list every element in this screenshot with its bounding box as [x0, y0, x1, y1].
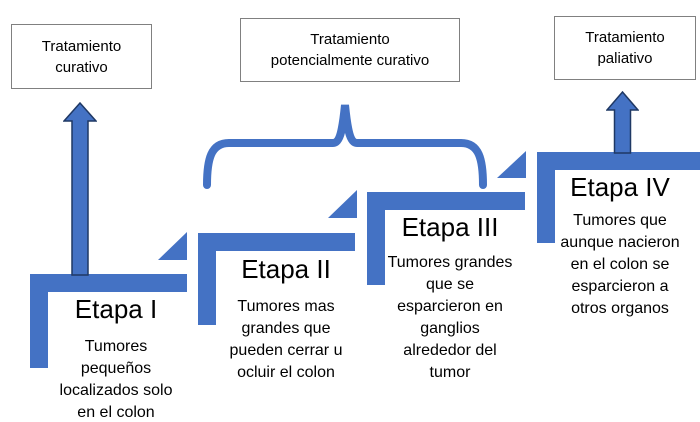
treatment-box-paliativo: Tratamiento paliativo [554, 16, 696, 80]
stage1-description: Tumores pequeños localizados solo en el … [59, 338, 173, 421]
curly-brace-icon [203, 104, 487, 189]
treatment-box-curativo-line2: curativo [55, 58, 108, 76]
stage4-step-bar [537, 152, 700, 170]
treatment-box-potencialmente-curativo-line2: potencialmente curativo [270, 52, 430, 69]
stage2-step-leg [198, 233, 216, 325]
stage4-description: Tumores que aunque nacieron en el colon … [560, 212, 680, 317]
stage3-step-bar [367, 192, 525, 210]
treatment-box-potencialmente-curativo-line1: Tratamiento [310, 31, 390, 48]
up-arrow-icon [606, 91, 639, 154]
stage4-title: Etapa IV [570, 172, 670, 202]
treatment-box-paliativo-line1: Tratamiento [585, 29, 665, 46]
stage4-step-leg [537, 152, 555, 243]
stage3-step-leg [367, 192, 385, 285]
treatment-box-paliativo-line2: paliativo [597, 50, 653, 67]
stage2-step-bar [198, 233, 355, 251]
step-transition-triangle-icon [497, 151, 526, 178]
treatment-box-curativo: Tratamiento curativo [11, 24, 152, 89]
stage2-title: Etapa II [241, 254, 331, 284]
stage1-step-leg [30, 274, 48, 368]
stage2-description: Tumores mas grandes que pueden cerrar u … [229, 298, 343, 381]
up-arrow-icon [63, 102, 97, 276]
step-transition-triangle-icon [328, 190, 357, 218]
treatment-box-potencialmente-curativo: Tratamiento potencialmente curativo [240, 18, 460, 82]
treatment-box-curativo-line1: Tratamiento [41, 37, 122, 55]
stage3-title: Etapa III [401, 212, 499, 242]
stage3-description: Tumores grandes que se esparcieron en ga… [387, 254, 513, 381]
stage1-step-bar [30, 274, 187, 292]
step-transition-triangle-icon [158, 232, 187, 260]
stage1-title: Etapa I [74, 294, 158, 324]
